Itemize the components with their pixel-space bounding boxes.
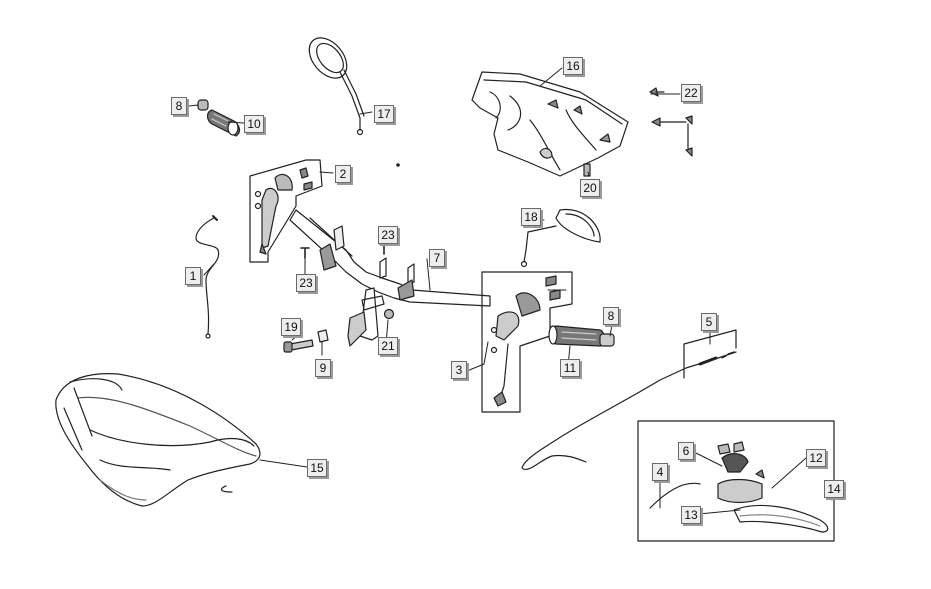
left-switch-part xyxy=(249,159,323,263)
left-mirror-part xyxy=(308,37,365,136)
callout-14: 14 xyxy=(824,480,844,498)
callout-8-right: 8 xyxy=(603,307,619,325)
callout-19: 19 xyxy=(281,318,301,336)
leader-lines xyxy=(188,67,836,515)
bolt-nut-parts xyxy=(283,308,395,353)
lever-assembly-box xyxy=(637,420,835,542)
throttle-cable-part xyxy=(195,215,220,339)
clips-22-part xyxy=(649,87,693,157)
callout-15: 15 xyxy=(307,459,327,477)
callout-12: 12 xyxy=(806,449,826,467)
callout-11: 11 xyxy=(560,359,580,377)
seat-part xyxy=(55,373,261,507)
right-mirror-part xyxy=(520,208,601,268)
callout-4: 4 xyxy=(652,463,668,481)
callout-3: 3 xyxy=(451,361,467,379)
callout-18: 18 xyxy=(521,208,541,226)
callout-7: 7 xyxy=(429,249,445,267)
callout-16: 16 xyxy=(563,57,583,75)
callout-9: 9 xyxy=(315,359,331,377)
callout-2: 2 xyxy=(335,165,351,183)
brake-cable-part xyxy=(521,329,737,470)
right-grip-part xyxy=(548,325,615,347)
left-grip-part xyxy=(197,99,241,137)
callout-21: 21 xyxy=(378,337,398,355)
callout-20: 20 xyxy=(580,179,600,197)
screw-23-parts xyxy=(300,163,400,259)
callout-22: 22 xyxy=(681,84,701,102)
callout-10: 10 xyxy=(244,115,264,133)
callout-8-left: 8 xyxy=(171,97,187,115)
callout-1: 1 xyxy=(185,267,201,285)
front-cover-part xyxy=(471,71,629,177)
callout-13: 13 xyxy=(681,506,701,524)
handlebar-part xyxy=(289,209,491,347)
callout-23-upper: 23 xyxy=(378,226,398,244)
screw-20-part xyxy=(583,163,591,177)
callout-6: 6 xyxy=(678,442,694,460)
callout-5: 5 xyxy=(701,313,717,331)
callout-17: 17 xyxy=(374,105,394,123)
callout-23-lower: 23 xyxy=(296,274,316,292)
